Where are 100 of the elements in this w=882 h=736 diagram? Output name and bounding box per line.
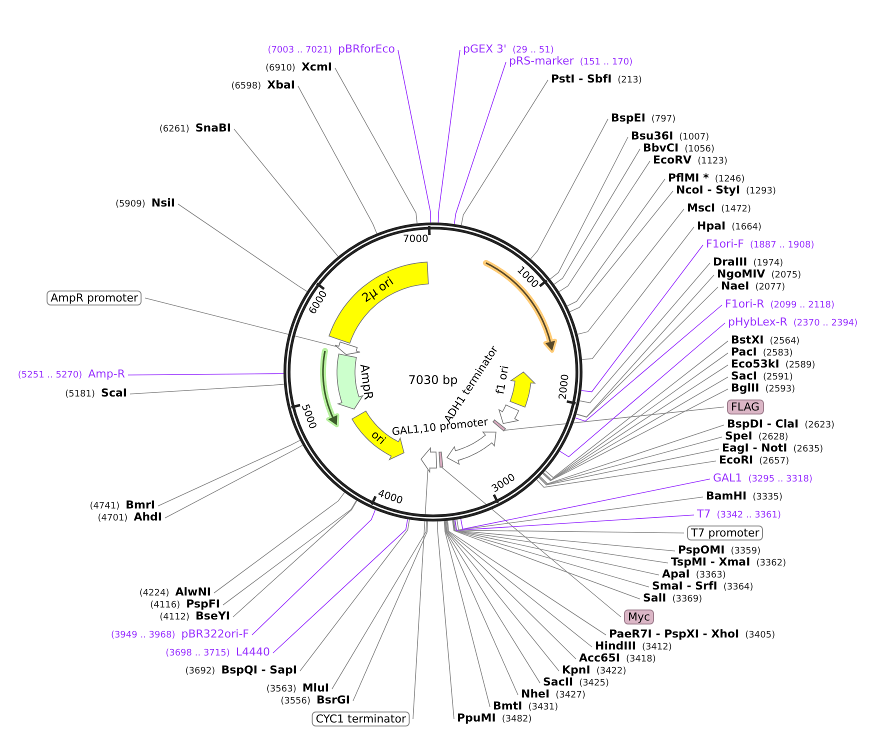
- cut-position: (2657): [759, 456, 790, 468]
- enzyme-name: PacI: [731, 346, 757, 358]
- cut-position: (4116): [150, 600, 180, 612]
- primer-range: (2370 .. 2394): [793, 318, 858, 330]
- enzyme-name: BbvCI: [643, 142, 679, 154]
- primer-range: (3342 .. 3361): [716, 510, 781, 522]
- enzyme-name: AlwNI: [175, 586, 211, 598]
- feature-box: CYC1 terminator: [312, 712, 410, 726]
- cut-position: (2628): [758, 432, 788, 444]
- feature-label: 2μ ori: [360, 274, 396, 306]
- cut-position: (2077): [755, 282, 786, 294]
- cut-position: (2075): [771, 270, 802, 282]
- leader-line: [398, 50, 432, 223]
- leader-line: [334, 68, 418, 224]
- enzyme-name: ApaI: [662, 568, 690, 580]
- leader-line: [440, 466, 622, 618]
- cut-position: (1293): [746, 186, 776, 198]
- leader-line: [452, 520, 640, 600]
- enzyme-name: BspEI: [611, 112, 646, 124]
- leader-line: [130, 384, 284, 394]
- tick-label: 5000: [298, 404, 318, 432]
- leader-line: [232, 500, 358, 618]
- cut-position: (1056): [684, 144, 715, 156]
- leader-line: [272, 518, 408, 654]
- primer-range: (3698 .. 3715): [166, 648, 230, 660]
- leader-line: [437, 521, 454, 720]
- leader-line: [460, 478, 710, 530]
- cut-position: (1664): [732, 222, 762, 234]
- enzyme-name: DraIII: [713, 256, 748, 268]
- cut-position: (4224): [139, 588, 170, 600]
- primer-range: (7003 .. 7021): [268, 44, 332, 56]
- enzyme-name: PpuMI: [457, 712, 496, 724]
- leader-line: [332, 521, 427, 690]
- feature-box: AmpR promoter: [46, 290, 142, 306]
- enzyme-name: BspQI - SapI: [221, 664, 297, 676]
- enzyme-name: SmaI - SrfI: [652, 580, 718, 592]
- leader-line: [577, 208, 684, 335]
- cut-position: (1123): [698, 156, 728, 168]
- primer-name: pHybLex-R: [728, 316, 788, 328]
- cut-position: (3418): [626, 654, 656, 666]
- leader-line: [444, 520, 518, 696]
- leader-line: [538, 448, 720, 486]
- enzyme-name: SpeI: [725, 430, 752, 442]
- enzyme-name: PspFI: [186, 598, 220, 610]
- leader-line: [234, 128, 338, 257]
- enzyme-name: AhdI: [134, 512, 162, 524]
- leader-line: [539, 436, 722, 485]
- cut-position: (3364): [723, 582, 754, 594]
- cut-position: (1472): [721, 204, 752, 216]
- enzyme-name: XcmI: [301, 62, 332, 74]
- enzyme-name: PflMI *: [668, 172, 709, 184]
- enzyme-name: XbaI: [267, 80, 295, 92]
- primer-range: (3295 .. 3318): [748, 474, 812, 486]
- enzyme-name: BmrI: [126, 500, 155, 512]
- primer-range: (2099 .. 2118): [770, 300, 835, 312]
- leader-line: [574, 304, 722, 422]
- cut-position: (3563): [266, 684, 296, 696]
- leader-line: [128, 373, 284, 376]
- leader-line: [456, 496, 704, 530]
- cut-position: (2593): [765, 384, 796, 396]
- enzyme-name: BamHI: [706, 490, 747, 502]
- cut-position: (6598): [231, 80, 262, 92]
- leader-line: [581, 244, 704, 392]
- enzyme-name: BstXI: [731, 334, 764, 346]
- enzyme-name: NheI: [521, 688, 550, 700]
- cut-position: (2635): [793, 444, 824, 456]
- leader-line: [454, 520, 684, 534]
- feature-label: AmpR: [357, 363, 375, 401]
- cut-position: (6261): [159, 124, 190, 136]
- cut-position: (3359): [730, 546, 761, 558]
- enzyme-name: PspOMI: [678, 544, 725, 556]
- leader-line: [559, 322, 726, 458]
- enzyme-name: SacI: [731, 370, 757, 382]
- leader-line: [566, 178, 666, 306]
- enzyme-name: EcoRI: [719, 454, 754, 466]
- leader-line: [454, 514, 694, 531]
- enzyme-name: ScaI: [101, 388, 127, 400]
- cut-position: (2623): [804, 420, 835, 432]
- cut-position: (4701): [98, 512, 128, 524]
- cut-position: (6910): [266, 62, 296, 74]
- leader-line: [252, 510, 376, 636]
- primer-name: pGEX 3': [463, 44, 507, 56]
- primer-name: pRS-marker: [509, 56, 574, 68]
- enzyme-name: BsrGI: [316, 694, 350, 706]
- primer-name: Amp-R: [88, 368, 125, 380]
- enzyme-name: SacII: [543, 676, 574, 688]
- cut-position: (1246): [714, 174, 745, 185]
- leader-line: [460, 80, 548, 226]
- primer-name: GAL1: [713, 472, 742, 484]
- enzyme-name: SnaBI: [195, 122, 231, 134]
- leader-line: [558, 160, 650, 292]
- leader-line: [222, 500, 357, 606]
- cut-position: (3335): [752, 492, 783, 504]
- enzyme-name: NgoMIV: [717, 268, 766, 280]
- feature-label: ori: [368, 428, 388, 448]
- feature-box: Myc: [624, 610, 654, 624]
- plasmid-size: 7030 bp: [408, 373, 458, 387]
- primer-range: (29 .. 51): [512, 44, 554, 56]
- leader-line: [569, 190, 674, 312]
- enzyme-name: MscI: [687, 202, 716, 214]
